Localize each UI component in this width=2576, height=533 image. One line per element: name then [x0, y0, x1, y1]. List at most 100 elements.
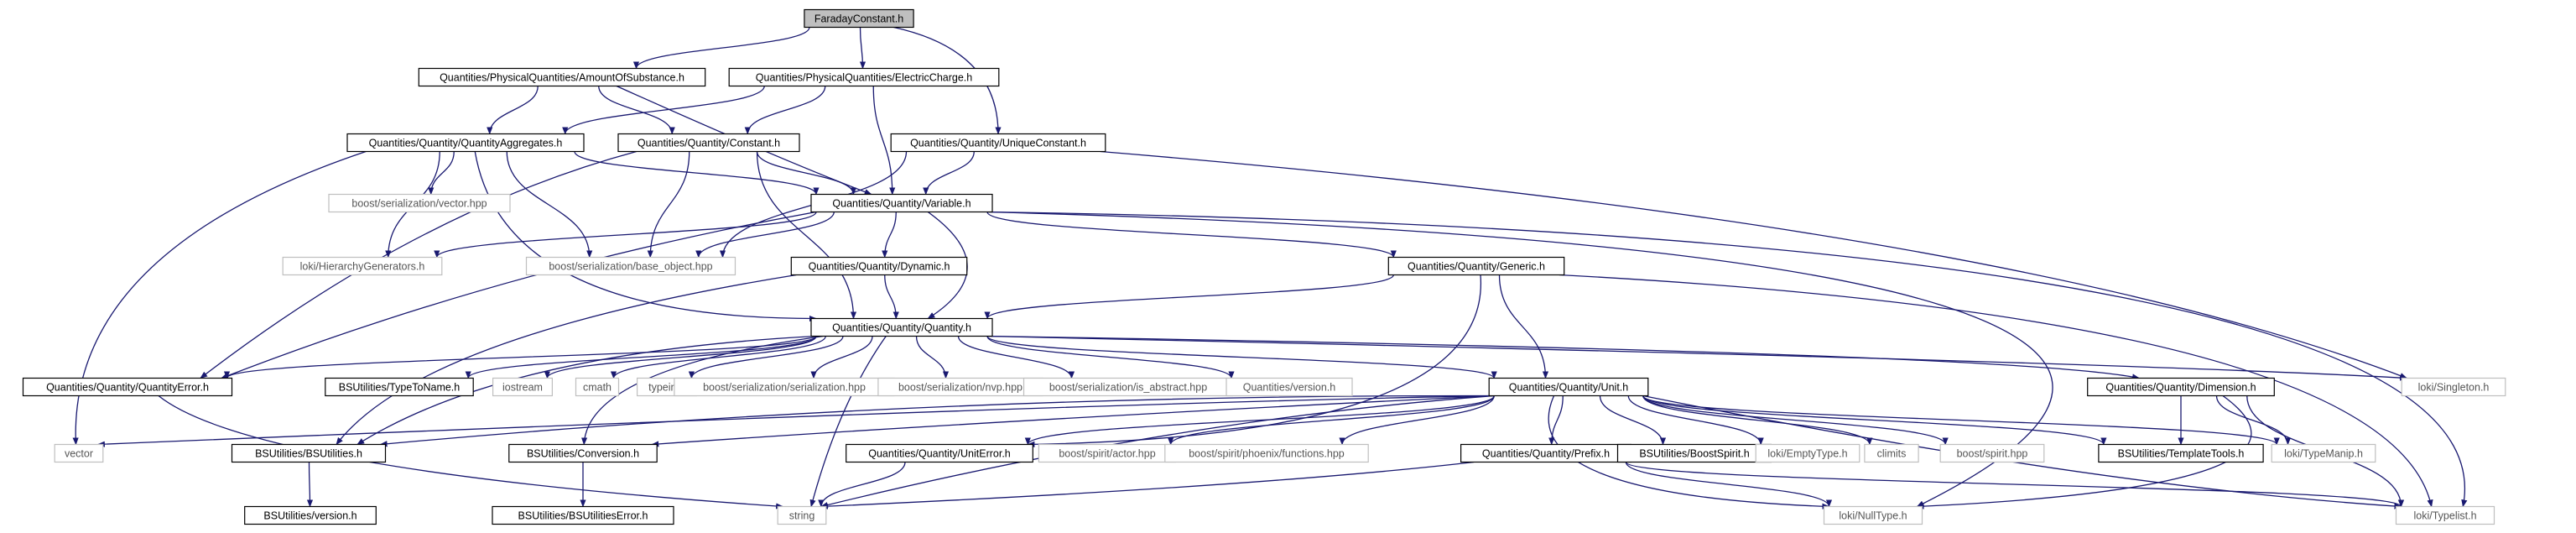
node-label: Quantities/Quantity/QuantityError.h — [46, 382, 209, 394]
node-variable[interactable]: Quantities/Quantity/Variable.h — [810, 193, 993, 213]
node-box — [777, 505, 827, 525]
node-hiergen: loki/HierarchyGenerators.h — [282, 256, 443, 276]
node-aggregates[interactable]: Quantities/Quantity/QuantityAggregates.h — [346, 133, 585, 153]
node-label: boost/serialization/is_abstract.hpp — [1049, 382, 1207, 394]
edge-unit-to-typelist — [1642, 395, 2402, 509]
node-label: vector — [65, 448, 93, 460]
node-box — [492, 377, 553, 397]
edge-unit-to-templatetools — [1642, 395, 2107, 446]
edge-unit-to-prefix — [1548, 395, 1564, 446]
node-typetoname[interactable]: BSUtilities/TypeToName.h — [325, 377, 474, 397]
node-quantity[interactable]: Quantities/Quantity/Quantity.h — [810, 317, 993, 337]
node-typelist: loki/Typelist.h — [2395, 505, 2495, 525]
node-box — [244, 505, 377, 525]
node-bsversion[interactable]: BSUtilities/version.h — [244, 505, 377, 525]
node-box — [1488, 377, 1649, 397]
node-label: Quantities/Quantity/Unit.h — [1509, 382, 1628, 394]
edge-amount-to-constant — [598, 86, 675, 135]
node-bsutilities[interactable]: BSUtilities/BSUtilities.h — [231, 443, 387, 463]
node-label: Quantities/PhysicalQuantities/ElectricCh… — [756, 72, 973, 84]
node-dynamic[interactable]: Quantities/Quantity/Dynamic.h — [790, 256, 968, 276]
node-label: Quantities/Quantity/UniqueConstant.h — [910, 138, 1086, 149]
node-box — [508, 443, 658, 463]
node-box — [728, 67, 1000, 87]
edge-dynamic-to-quantity — [884, 274, 899, 320]
node-label: loki/TypeManip.h — [2284, 448, 2363, 460]
node-box — [810, 193, 993, 213]
edge-dimension-to-typemanip — [2215, 395, 2292, 446]
node-qversion: Quantities/version.h — [1226, 377, 1353, 397]
node-box — [1939, 443, 2045, 463]
edge-dynamic-to-bsutilities — [336, 274, 797, 446]
edge-quantity-to-typetoname — [465, 335, 817, 379]
edge-variable-to-hiergen — [434, 212, 817, 259]
edge-quantity-to-dimension — [986, 335, 2140, 380]
node-label: BSUtilities/BSUtilitiesError.h — [518, 510, 648, 522]
node-label: boost/serialization/vector.hpp — [351, 198, 487, 210]
node-label: iostream — [502, 382, 543, 394]
node-iostream: iostream — [492, 377, 553, 397]
node-label: Quantities/Quantity/Variable.h — [832, 198, 971, 210]
node-label: Quantities/Quantity/UnitError.h — [868, 448, 1011, 460]
edge-variable-to-generic — [986, 212, 1397, 259]
node-typemanip: loki/TypeManip.h — [2271, 443, 2376, 463]
node-uniqueconst[interactable]: Quantities/Quantity/UniqueConstant.h — [890, 133, 1106, 153]
node-templatetools[interactable]: BSUtilities/TemplateTools.h — [2098, 443, 2264, 463]
node-box — [2395, 505, 2495, 525]
node-label: loki/HierarchyGenerators.h — [300, 261, 425, 273]
node-qerror[interactable]: Quantities/Quantity/QuantityError.h — [22, 377, 233, 397]
node-echarge[interactable]: Quantities/PhysicalQuantities/ElectricCh… — [728, 67, 1000, 87]
edge-generic-to-typelist — [1559, 274, 2433, 508]
edge-aggregates-to-variable — [574, 151, 820, 196]
edge-constant-to-qerror — [200, 150, 637, 379]
node-box — [418, 67, 706, 87]
node-prefix[interactable]: Quantities/Quantity/Prefix.h — [1460, 443, 1631, 463]
edge-dimension-to-nulltype — [1916, 395, 2252, 509]
node-label: Quantities/Quantity/Prefix.h — [1482, 448, 1610, 460]
node-bserror[interactable]: BSUtilities/BSUtilitiesError.h — [492, 505, 674, 525]
node-box — [1755, 443, 1860, 463]
node-label: boost/spirit.hpp — [1957, 448, 2028, 460]
node-label: Quantities/Quantity/Dynamic.h — [809, 261, 950, 273]
node-label: loki/NullType.h — [1839, 510, 1907, 522]
edge-quantity-to-singleton — [986, 335, 2408, 381]
node-conversion[interactable]: BSUtilities/Conversion.h — [508, 443, 658, 463]
edge-unit-to-spirithpp — [1642, 395, 1949, 446]
edge-faraday-to-amount — [632, 27, 810, 70]
node-unit[interactable]: Quantities/Quantity/Unit.h — [1488, 377, 1649, 397]
edge-unit-to-boostspirit — [1599, 395, 1667, 446]
node-phoenix: boost/spirit/phoenix/functions.hpp — [1164, 443, 1369, 463]
node-boostspirit[interactable]: BSUtilities/BoostSpirit.h — [1616, 443, 1772, 463]
node-label: Quantities/Quantity/Dimension.h — [2105, 382, 2256, 394]
node-amount[interactable]: Quantities/PhysicalQuantities/AmountOfSu… — [418, 67, 706, 87]
node-cmath: cmath — [575, 377, 620, 397]
node-uniterror[interactable]: Quantities/Quantity/UnitError.h — [846, 443, 1033, 463]
edge-quantity-to-qversion — [986, 336, 1235, 379]
edge-quantity-to-bsutilities — [356, 335, 817, 446]
node-constant[interactable]: Quantities/Quantity/Constant.h — [617, 133, 800, 153]
edge-unit-to-uniterror — [1024, 395, 1495, 446]
edge-aggregates-to-serialvector — [428, 151, 455, 196]
node-box — [846, 443, 1033, 463]
node-label: boost/spirit/phoenix/functions.hpp — [1189, 448, 1345, 460]
node-label: Quantities/Quantity/Generic.h — [1408, 261, 1545, 273]
edge-unit-to-phoenix — [1339, 395, 1495, 446]
edge-unit-to-actor — [1168, 395, 1495, 446]
node-box — [2087, 377, 2275, 397]
node-label: cmath — [583, 382, 611, 394]
node-serialization: boost/serialization/serialization.hpp — [674, 377, 895, 397]
node-box — [1387, 256, 1565, 276]
node-label: boost/serialization/base_object.hpp — [549, 261, 712, 273]
node-spirithpp: boost/spirit.hpp — [1939, 443, 2045, 463]
node-generic[interactable]: Quantities/Quantity/Generic.h — [1387, 256, 1565, 276]
node-box — [328, 193, 511, 213]
node-dimension[interactable]: Quantities/Quantity/Dimension.h — [2087, 377, 2275, 397]
node-box — [325, 377, 474, 397]
node-faraday[interactable]: FaradayConstant.h — [804, 8, 914, 29]
edge-unit-to-bsutilities — [379, 395, 1495, 447]
edge-constant-to-baseobject — [647, 151, 690, 259]
edge-quantity-to-nvp — [915, 336, 950, 379]
node-box — [2401, 377, 2506, 397]
node-singleton: loki/Singleton.h — [2401, 377, 2506, 397]
